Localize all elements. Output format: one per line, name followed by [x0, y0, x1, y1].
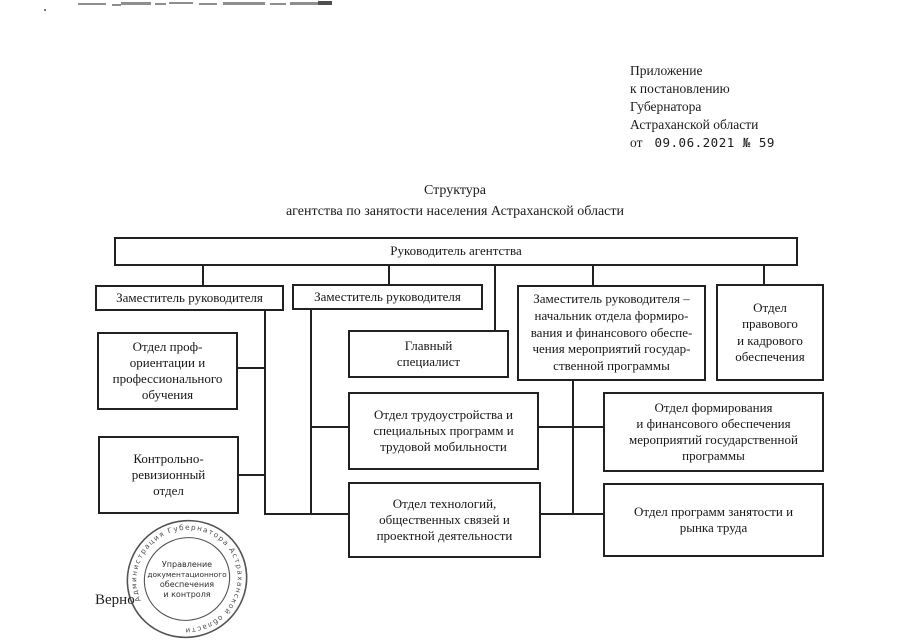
connector-root-to-deputy3	[592, 266, 594, 285]
approval-date-value: 09.06.2021 № 59	[654, 135, 775, 150]
approval-header-line: Приложение	[630, 63, 703, 78]
svg-text:и контроля: и контроля	[163, 590, 210, 599]
scan-artifact	[199, 3, 217, 5]
org-box-deputy-1: Заместитель руководителя	[95, 285, 284, 311]
org-box-employment-programs-department: Отдел трудоустройства и специальных прог…	[348, 392, 539, 470]
org-box-deputy-2: Заместитель руководителя	[292, 284, 483, 310]
connector-employment-financing	[539, 426, 603, 428]
connector-root-to-chief-specialist	[494, 266, 496, 330]
scan-artifact	[169, 2, 193, 4]
org-box-program-financing-department: Отдел формирования и финансового обеспеч…	[603, 392, 824, 472]
certification-label: Верно	[95, 592, 135, 608]
svg-text:обеспечения: обеспечения	[160, 580, 214, 589]
approval-header-line: Губернатора	[630, 99, 702, 114]
connector-root-to-legal	[763, 266, 765, 284]
connector-deputy3-trunk	[572, 381, 574, 515]
scan-artifact	[112, 4, 121, 6]
scan-artifact	[270, 3, 286, 5]
approval-header-line: к постановлению	[630, 81, 730, 96]
document-title: Структура агентства по занятости населен…	[55, 180, 855, 222]
approval-date-prefix: от	[630, 135, 643, 150]
connector-root-to-deputy2	[388, 266, 390, 284]
svg-text:Управление: Управление	[162, 560, 212, 569]
org-box-deputy-3-finance-head: Заместитель руководителя – начальник отд…	[517, 285, 706, 381]
scan-artifact	[223, 2, 265, 5]
scan-artifact	[121, 2, 151, 5]
connector-to-career-guidance	[238, 367, 266, 369]
scan-artifact	[318, 1, 332, 5]
scan-artifact	[155, 3, 166, 5]
org-box-career-guidance-department: Отдел проф- ориентации и профессионально…	[97, 332, 238, 410]
org-box-control-audit-department: Контрольно- ревизионный отдел	[98, 436, 239, 514]
connector-technology-programs	[541, 513, 603, 515]
document-title-line1: Структура	[423, 183, 487, 198]
scan-artifact	[44, 9, 46, 11]
connector-root-to-deputy1	[202, 266, 204, 285]
org-box-legal-hr-department: Отдел правового и кадрового обеспечения	[716, 284, 824, 381]
connector-to-employment-left	[310, 426, 348, 428]
org-box-technology-pr-department: Отдел технологий, общественных связей и …	[348, 482, 541, 558]
svg-text:документационного: документационного	[147, 570, 227, 579]
org-box-chief-specialist: Главный специалист	[348, 330, 509, 378]
connector-deputy2-trunk	[310, 310, 312, 515]
connector-deputy1-trunk	[264, 311, 266, 515]
document-title-line2: агентства по занятости населения Астраха…	[285, 204, 625, 219]
connector-to-technology-left	[264, 513, 348, 515]
stamp: Администрация Губернатора Астраханской о…	[123, 516, 253, 640]
stamp-center-text: Управление документационного обеспечения…	[147, 560, 227, 599]
org-box-head-of-agency: Руководитель агентства	[114, 237, 798, 266]
approval-header: Приложение к постановлению Губернатора А…	[630, 62, 775, 152]
approval-header-line: Астраханской области	[630, 117, 759, 132]
org-box-labour-market-department: Отдел программ занятости и рынка труда	[603, 483, 824, 557]
approval-date-line: от 09.06.2021 № 59	[630, 134, 775, 152]
connector-to-control-audit	[239, 474, 266, 476]
scan-artifact	[78, 3, 106, 5]
scan-artifact	[290, 2, 330, 5]
